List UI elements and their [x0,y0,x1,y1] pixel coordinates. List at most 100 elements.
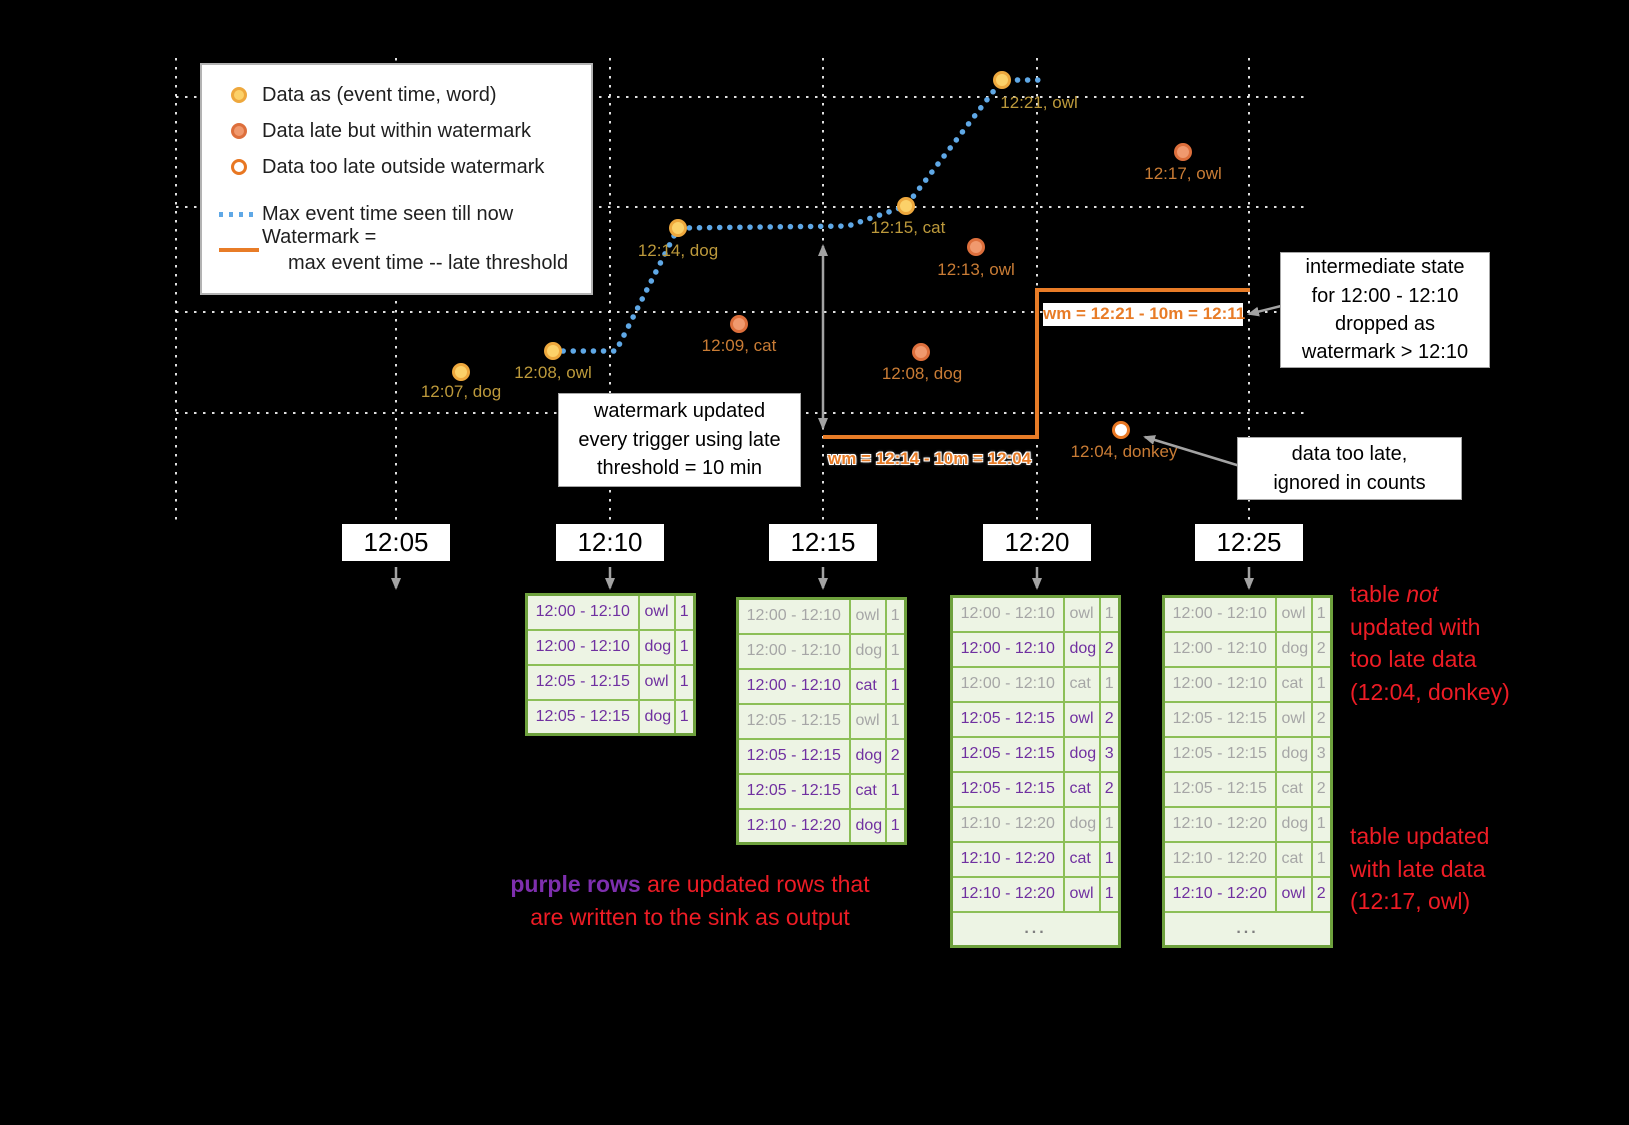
cnt-cell: 2 [1098,630,1121,668]
data-point-label: 12:08, dog [881,364,963,383]
word-cell: cat [1274,770,1313,808]
watermark-line-swatch [219,248,259,252]
word-cell: dog [1274,735,1313,773]
legend-label: Data too late outside watermark [262,154,544,180]
grid-line-horizontal [176,96,1310,98]
win-cell: 12:00 - 12:10 [950,630,1065,668]
late-dot-icon [216,123,262,139]
late-dot-swatch [231,123,247,139]
word-cell: dog [1274,630,1313,668]
cnt-cell: 1 [673,593,696,631]
word-cell: dog [848,807,887,845]
note-purple-rows: purple rows are updated rows that are wr… [478,868,902,933]
watermark-line-icon [216,248,262,252]
callout-state-dropped: intermediate state for 12:00 - 12:10 dro… [1280,252,1490,368]
purple-rows-highlight: purple rows [510,871,641,897]
data-point-label: 12:13, owl [937,260,1015,279]
tick-12-15: 12:15 [769,524,877,561]
data-point-ontime [452,363,470,381]
word-cell: owl [848,597,887,635]
data-point-late [730,315,748,333]
legend-label: Data late but within watermark [262,118,531,144]
cnt-cell: 1 [884,597,907,635]
watermark-value-label-1: wm = 12:14 - 10m = 12:04 [828,449,1032,468]
ontime-dot-icon [216,87,262,103]
legend-label: Max event time seen till now [262,201,513,227]
word-cell: owl [848,702,887,740]
win-cell: 12:05 - 12:15 [736,702,851,740]
win-cell: 12:10 - 12:20 [1162,805,1277,843]
cnt-cell: 1 [1310,595,1333,633]
note-table-not-updated: table not updated with too late data (12… [1350,578,1555,709]
word-cell: owl [1062,700,1101,738]
tick-12-05: 12:05 [342,524,450,561]
word-cell: dog [1062,805,1101,843]
cnt-cell: 1 [1098,665,1121,703]
word-cell: owl [637,593,676,631]
win-cell: 12:05 - 12:15 [525,698,640,736]
max-event-time-line [550,77,1045,354]
legend-label-line: Watermark = [262,226,377,248]
word-cell: dog [1274,805,1313,843]
win-cell: 12:10 - 12:20 [950,875,1065,913]
ellipsis-cell: ... [950,910,1121,948]
legend-item: Max event time seen till now [216,196,581,232]
win-cell: 12:00 - 12:10 [1162,630,1277,668]
data-point-label: 12:21, owl [1000,93,1078,112]
data-point-label: 12:15, cat [870,218,946,237]
note-emphasis: not [1406,581,1439,607]
word-cell: owl [1062,875,1101,913]
callout-watermark-update: watermark updated every trigger using la… [558,393,801,487]
win-cell: 12:00 - 12:10 [1162,595,1277,633]
win-cell: 12:00 - 12:10 [1162,665,1277,703]
legend-items: Data as (event time, word)Data late but … [216,77,581,274]
watermark-value-label-2: wm = 12:21 - 10m = 12:11 [1043,303,1245,326]
cnt-cell: 1 [884,667,907,705]
win-cell: 12:05 - 12:15 [525,663,640,701]
win-cell: 12:05 - 12:15 [950,735,1065,773]
word-cell: owl [1274,875,1313,913]
win-cell: 12:05 - 12:15 [950,770,1065,808]
cnt-cell: 1 [1310,840,1333,878]
win-cell: 12:10 - 12:20 [950,840,1065,878]
data-point-label: 12:14, dog [637,241,719,260]
data-point-ontime [669,219,687,237]
legend-item: Data too late outside watermark [216,149,581,185]
table-ellipsis-row: ... [950,910,1121,948]
tick-12-25: 12:25 [1195,524,1303,561]
data-point-label: 12:08, owl [514,363,592,382]
word-cell: owl [1274,700,1313,738]
win-cell: 12:10 - 12:20 [1162,875,1277,913]
win-cell: 12:00 - 12:10 [525,593,640,631]
word-cell: dog [1062,630,1101,668]
cnt-cell: 2 [1310,700,1333,738]
cnt-cell: 1 [884,807,907,845]
win-cell: 12:00 - 12:10 [525,628,640,666]
cnt-cell: 2 [1310,875,1333,913]
data-point-late [1174,143,1192,161]
legend-label-subline: max event time -- late threshold [288,252,569,274]
word-cell: cat [1274,665,1313,703]
word-cell: dog [848,632,887,670]
win-cell: 12:00 - 12:10 [736,667,851,705]
word-cell: owl [1062,595,1101,633]
cnt-cell: 1 [1098,840,1121,878]
cnt-cell: 1 [1098,875,1121,913]
cnt-cell: 1 [673,628,696,666]
note-table-updated-late: table updated with late data (12:17, owl… [1350,823,1490,915]
